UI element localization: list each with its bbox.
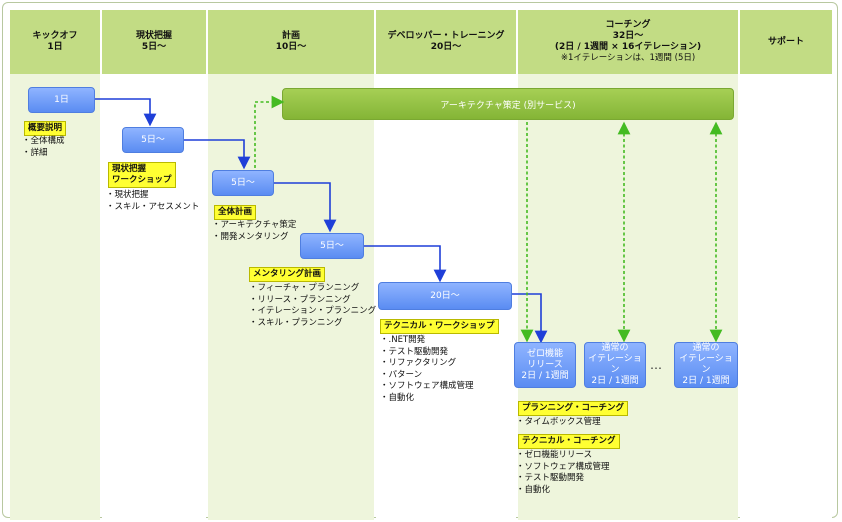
planning-coaching-list: タイムボックス管理 — [516, 417, 601, 429]
box-line: イテレーション — [679, 354, 733, 375]
overall-plan-list: アーキテクチャ策定 開発メンタリング — [212, 220, 297, 244]
box-label: 20日～ — [430, 290, 460, 301]
list-item: 自動化 — [380, 393, 474, 405]
workshop-tag: 現状把握 ワークショップ — [108, 162, 176, 188]
box-line: 通常の — [692, 343, 720, 353]
header-kickoff: キックオフ 1日 — [10, 10, 100, 74]
assessment-box: 5日～ — [122, 127, 184, 153]
iteration-box-1: 通常の イテレーション 2日 / 1週間 — [584, 342, 646, 388]
box-label: 5日～ — [231, 177, 255, 188]
list-item: リファクタリング — [380, 358, 474, 370]
list-item: リリース・プランニング — [249, 295, 376, 307]
header-duration: 10日～ — [275, 42, 307, 52]
box-line: 2日 / 1週間 — [682, 376, 730, 386]
list-item: 詳細 — [22, 148, 65, 160]
iteration-box-2: 通常の イテレーション 2日 / 1週間 — [674, 342, 738, 388]
header-title: キックオフ — [32, 31, 78, 41]
box-label: 1日 — [54, 94, 69, 105]
architecture-bar: アーキテクチャ策定 (別サービス) — [282, 88, 734, 120]
list-item: テスト駆動開発 — [516, 473, 610, 485]
mentoring-plan-list: フィーチャ・プランニング リリース・プランニング イテレーション・プランニング … — [249, 283, 377, 330]
box-label: 5日～ — [320, 240, 344, 251]
header-training: デベロッパー・トレーニング 20日～ — [376, 10, 516, 74]
list-item: アーキテクチャ策定 — [212, 220, 297, 232]
list-item: イテレーション・プランニング — [249, 306, 377, 318]
overview-tag: 概要説明 — [24, 121, 67, 136]
list-item: .NET開発 — [380, 335, 474, 347]
list-item: パターン — [380, 370, 474, 382]
tech-workshop-list: .NET開発 テスト駆動開発 リファクタリング パターン ソフトウェア構成管理 … — [380, 335, 474, 404]
workshop-list: 現状把握 スキル・アセスメント — [106, 190, 200, 214]
list-item: ソフトウェア構成管理 — [516, 462, 610, 474]
mentoring-box: 5日～ — [300, 233, 364, 259]
training-box: 20日～ — [378, 282, 512, 310]
header-title: コーチング — [605, 20, 651, 30]
list-item: テスト駆動開発 — [380, 347, 474, 359]
list-item: ソフトウェア構成管理 — [380, 381, 474, 393]
header-title: 計画 — [281, 31, 300, 41]
column-support — [740, 10, 832, 520]
tag-line: ワークショップ — [112, 175, 172, 185]
header-title: デベロッパー・トレーニング — [387, 31, 505, 41]
header-assessment: 現状把握 5日～ — [102, 10, 206, 74]
box-line: イテレーション — [588, 354, 642, 375]
overview-list: 全体構成 詳細 — [22, 136, 65, 159]
box-line: ゼロ機能 — [526, 348, 563, 359]
box-line: リリース — [527, 359, 563, 370]
box-line: 2日 / 1週間 — [591, 376, 639, 386]
list-item: 自動化 — [516, 485, 610, 497]
planning-coaching-tag: プランニング・コーチング — [518, 401, 629, 416]
tag-line: 現状把握 — [112, 164, 147, 174]
header-planning: 計画 10日～ — [208, 10, 374, 74]
tech-coaching-list: ゼロ機能リリース ソフトウェア構成管理 テスト駆動開発 自動化 — [516, 450, 610, 496]
flow-arrow-4 — [364, 245, 447, 283]
list-item: ゼロ機能リリース — [516, 450, 610, 462]
flow-arrow-5 — [512, 293, 548, 344]
column-assessment — [102, 10, 206, 520]
list-item: 全体構成 — [22, 136, 65, 148]
ellipsis: … — [650, 358, 663, 372]
header-duration: 1日 — [47, 42, 63, 52]
flow-arrow-3 — [274, 182, 337, 233]
header-duration: 5日～ — [141, 42, 167, 52]
flow-arrow-1 — [95, 98, 157, 127]
box-line: 2日 / 1週間 — [521, 370, 569, 381]
list-item: フィーチャ・プランニング — [249, 283, 376, 295]
list-item: 開発メンタリング — [212, 232, 296, 244]
tech-workshop-tag: テクニカル・ワークショップ — [380, 319, 499, 334]
box-label: 5日～ — [141, 134, 165, 145]
planning-box: 5日～ — [212, 170, 274, 196]
flow-arrow-2 — [184, 139, 251, 170]
header-detail: (2日 / 1週間 × 16イテレーション) — [554, 42, 702, 52]
list-item: スキル・アセスメント — [106, 202, 200, 214]
tech-coaching-tag: テクニカル・コーチング — [518, 434, 620, 449]
box-line: 通常の — [601, 343, 629, 353]
header-duration: 32日～ — [612, 31, 644, 41]
header-support: サポート — [740, 10, 832, 74]
arch-link-arrow — [254, 95, 285, 168]
mentoring-plan-tag: メンタリング計画 — [249, 267, 326, 282]
list-item: スキル・プランニング — [249, 318, 376, 330]
zero-release-box: ゼロ機能 リリース 2日 / 1週間 — [514, 342, 576, 388]
kickoff-box: 1日 — [28, 87, 95, 113]
header-title: サポート — [767, 36, 804, 47]
list-item: 現状把握 — [106, 190, 199, 202]
header-coaching: コーチング 32日～ (2日 / 1週間 × 16イテレーション) ※1イテレー… — [518, 10, 738, 74]
header-duration: 20日～ — [430, 42, 462, 52]
overall-plan-tag: 全体計画 — [214, 205, 257, 220]
list-item: タイムボックス管理 — [516, 417, 601, 429]
header-note: ※1イテレーションは、1週間 (5日) — [560, 53, 696, 63]
header-title: 現状把握 — [135, 31, 172, 41]
